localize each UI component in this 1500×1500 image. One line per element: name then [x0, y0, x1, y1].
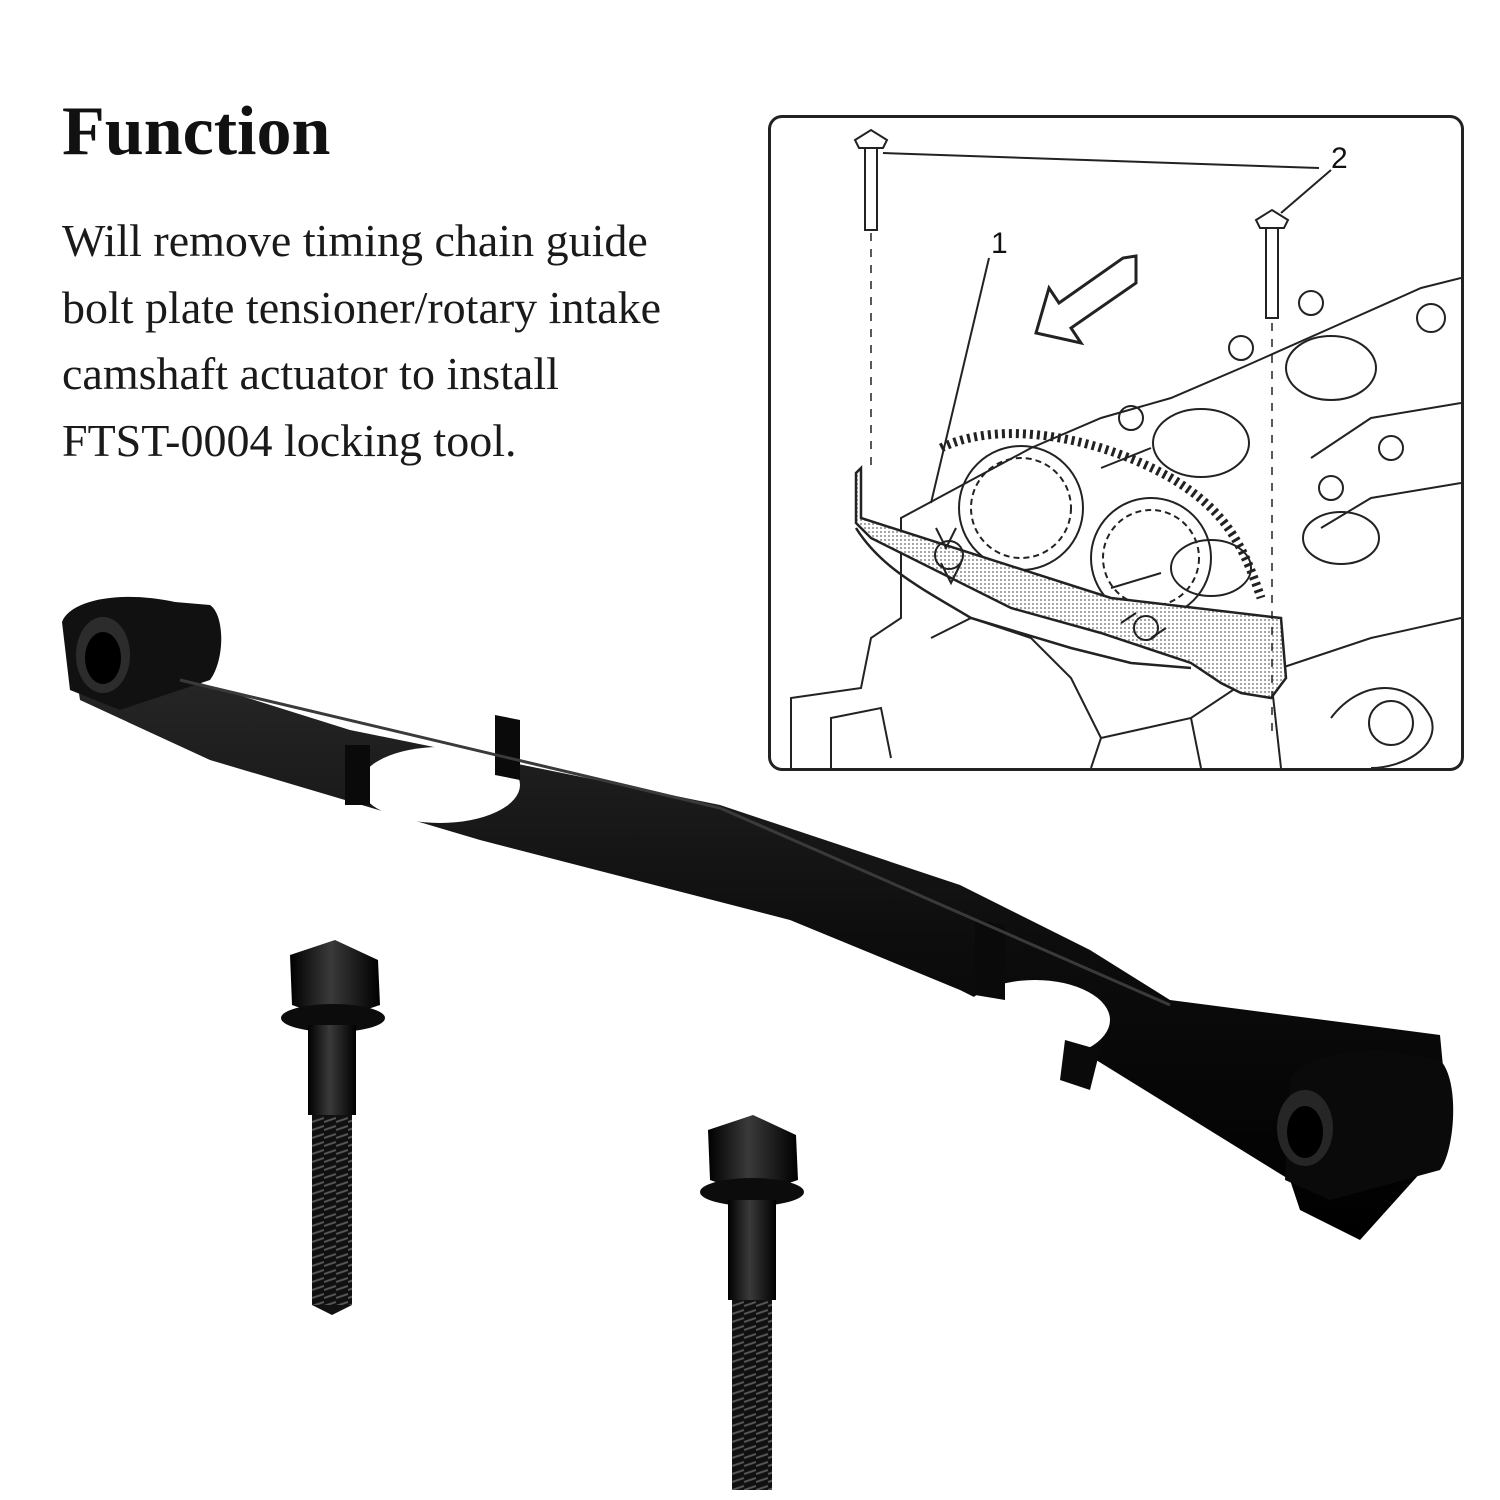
description-line: bolt plate tensioner/rotary intake — [62, 281, 662, 333]
engine-line-drawing: 1 2 — [790, 128, 1461, 768]
page-heading: Function — [62, 93, 331, 170]
callout-2: 2 — [1331, 142, 1348, 175]
function-description: Will remove timing chain guide bolt plat… — [62, 208, 762, 475]
bolt — [700, 1115, 804, 1490]
description-line: Will remove timing chain guide — [62, 215, 648, 266]
locking-tool — [62, 596, 1454, 1240]
bolt — [281, 940, 385, 1315]
installation-diagram: 1 2 — [768, 115, 1464, 771]
direction-arrow-icon — [1034, 254, 1138, 346]
callout-1: 1 — [991, 227, 1008, 260]
description-line: camshaft actuator to install — [62, 348, 559, 400]
product-photo — [62, 596, 1454, 1490]
description-line: FTST-0004 locking tool. — [62, 415, 517, 467]
